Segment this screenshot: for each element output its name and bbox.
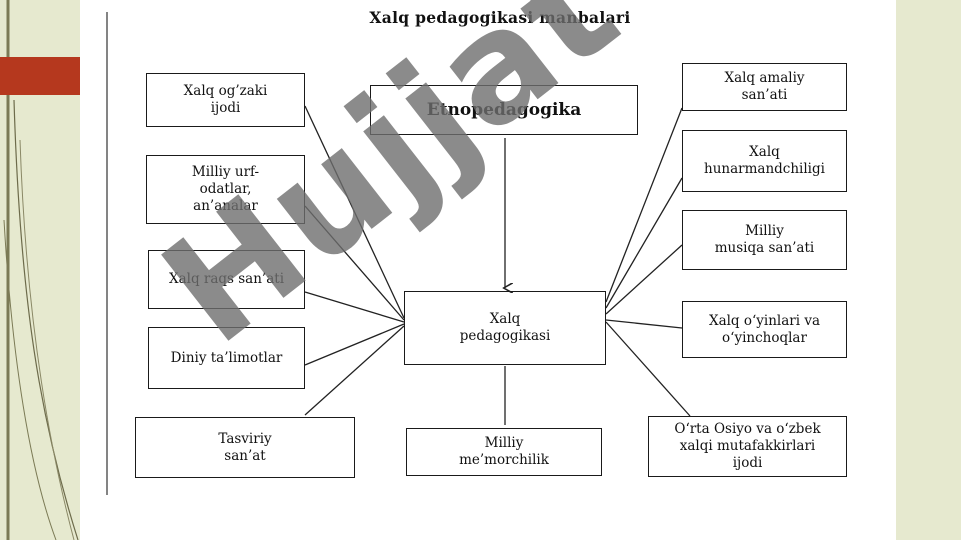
line-left-3 bbox=[304, 291, 405, 323]
line-right-5 bbox=[605, 321, 691, 417]
line-left-4 bbox=[304, 323, 405, 366]
xalq-ogzaki-ijodi-box: Xalq og’zaki ijodi bbox=[146, 73, 305, 127]
xalq-amaliy-sanati-box: Xalq amaliy san’ati bbox=[682, 63, 847, 111]
diagram-title: Xalq pedagogikasi manbalari bbox=[369, 8, 631, 27]
mutafakkirlar-ijodi-box: O‘rta Osiyo va o‘zbek xalqi mutafakkirla… bbox=[648, 416, 847, 477]
line-left-2 bbox=[304, 205, 405, 321]
milliy-memorchilik-box: Milliy me’morchilik bbox=[406, 428, 602, 476]
xalq-hunarmandchiligi-box: Xalq hunarmandchiligi bbox=[682, 130, 847, 192]
line-left-1 bbox=[304, 105, 405, 319]
right-decorative-strip bbox=[896, 0, 961, 540]
accent-bar bbox=[0, 57, 80, 95]
line-right-2 bbox=[605, 177, 683, 309]
tasviriy-sanat-box: Tasviriy san’at bbox=[135, 417, 355, 478]
slide-panel bbox=[80, 0, 896, 540]
line-right-3 bbox=[605, 244, 683, 315]
milliy-musiqa-sanati-box: Milliy musiqa san’ati bbox=[682, 210, 847, 270]
etnopedagogika-label: Etnopedagogika bbox=[426, 99, 582, 120]
line-left-5 bbox=[304, 325, 405, 416]
xalq-pedagogikasi-box: Xalq pedagogikasi bbox=[404, 291, 606, 365]
xalq-oyinlari-box: Xalq o‘yinlari va o‘yinchoqlar bbox=[682, 301, 847, 358]
line-right-1 bbox=[605, 107, 683, 303]
diniy-talimotlar-box: Diniy ta’limotlar bbox=[148, 327, 305, 389]
etnopedagogika-box: Etnopedagogika bbox=[370, 85, 638, 135]
xalq-raqs-sanati-box: Xalq raqs san’ati bbox=[148, 250, 305, 309]
line-right-4 bbox=[605, 319, 683, 329]
milliy-urf-odatlar-box: Milliy urf- odatlar, an’analar bbox=[146, 155, 305, 224]
